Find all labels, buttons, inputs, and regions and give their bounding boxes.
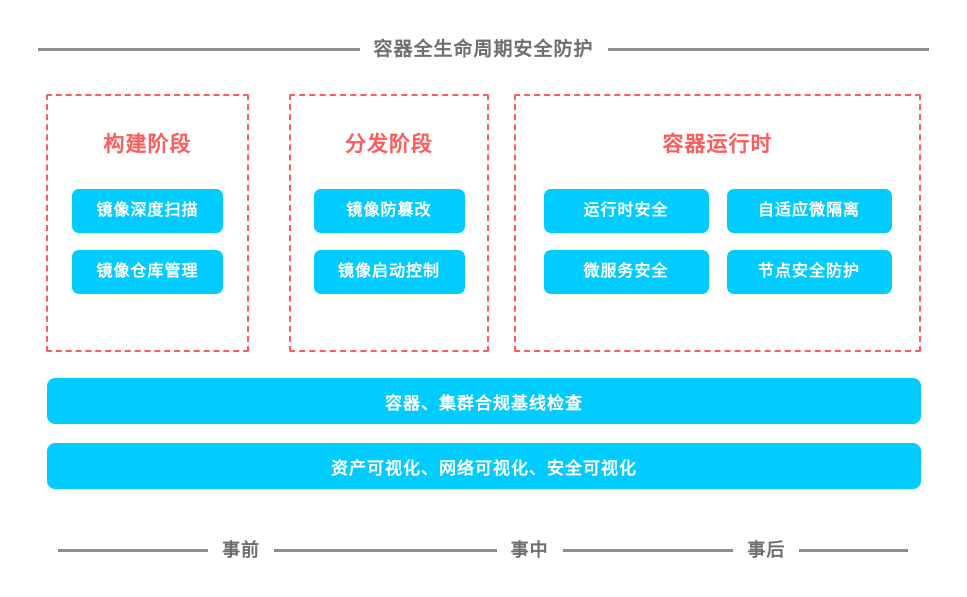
page-title-row: 容器全生命周期安全防护 (38, 36, 930, 62)
chip-grid-runtime: 运行时安全 自适应微隔离 微服务安全 节点安全防护 (516, 189, 919, 294)
phase-panel-runtime: 容器运行时 运行时安全 自适应微隔离 微服务安全 节点安全防护 (514, 94, 921, 352)
chip-runtime-security[interactable]: 运行时安全 (543, 189, 709, 233)
chip-image-tamper-protection[interactable]: 镜像防篡改 (313, 189, 465, 233)
chip-image-deep-scan[interactable]: 镜像深度扫描 (72, 189, 223, 233)
timeline-rule-3 (562, 548, 734, 552)
bar-compliance-baseline-check[interactable]: 容器、集群合规基线检查 (47, 378, 921, 424)
phase-panel-distribution: 分发阶段 镜像防篡改 镜像启动控制 (289, 94, 489, 352)
chip-node-security-protection[interactable]: 节点安全防护 (726, 250, 892, 294)
chip-image-launch-control[interactable]: 镜像启动控制 (313, 250, 465, 294)
title-rule-left (38, 47, 360, 51)
timeline-rule-4 (799, 548, 909, 552)
bar-visualization[interactable]: 资产可视化、网络可视化、安全可视化 (47, 443, 921, 489)
phase-title-runtime: 容器运行时 (662, 133, 773, 156)
chip-adaptive-microsegmentation[interactable]: 自适应微隔离 (726, 189, 892, 233)
timeline-stage-before: 事前 (222, 540, 261, 560)
chip-grid-build: 镜像深度扫描 镜像仓库管理 (48, 189, 247, 294)
timeline-stage-during: 事中 (510, 540, 549, 560)
title-rule-right (607, 47, 930, 51)
phase-panels: 构建阶段 镜像深度扫描 镜像仓库管理 分发阶段 镜像防篡改 镜像启动控制 容器运… (46, 94, 921, 352)
chip-microservice-security[interactable]: 微服务安全 (543, 250, 709, 294)
timeline-stage-after: 事后 (747, 540, 786, 560)
timeline-rule-1 (58, 548, 209, 552)
page-title: 容器全生命周期安全防护 (373, 38, 594, 60)
phase-title-build: 构建阶段 (103, 133, 192, 156)
phase-title-distribution: 分发阶段 (345, 133, 433, 156)
phase-panel-build: 构建阶段 镜像深度扫描 镜像仓库管理 (46, 94, 249, 352)
chip-grid-distribution: 镜像防篡改 镜像启动控制 (291, 189, 487, 294)
timeline: 事前 事中 事后 (58, 537, 909, 563)
timeline-rule-2 (274, 548, 497, 552)
chip-image-registry-management[interactable]: 镜像仓库管理 (72, 250, 223, 294)
